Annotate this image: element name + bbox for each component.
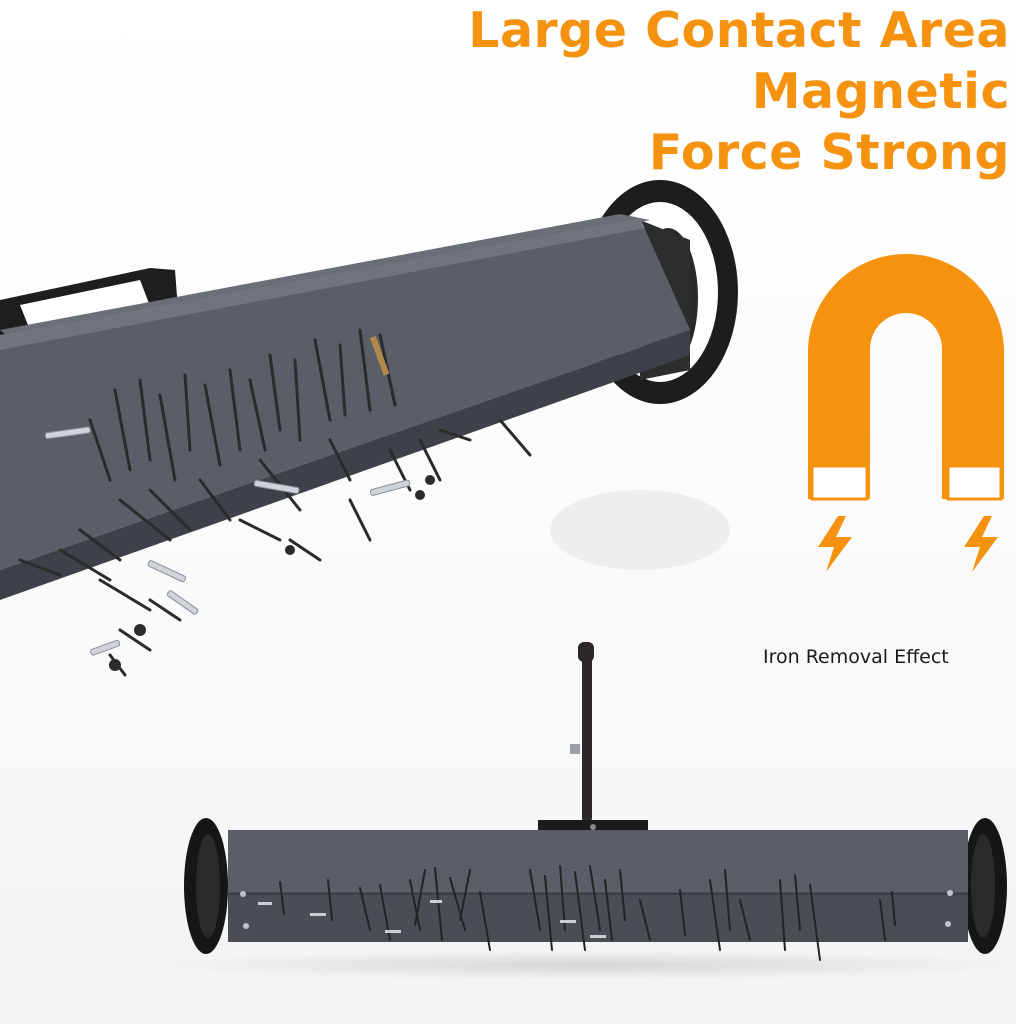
magnetic-sweeper-closeup-image <box>0 180 738 677</box>
headline: Large Contact Area Magnetic Force Strong <box>468 0 1010 183</box>
magnetic-sweeper-front-view-image <box>184 642 1007 961</box>
headline-line-2: Magnetic <box>751 63 1010 120</box>
headline-line-3: Force Strong <box>648 124 1010 181</box>
lightning-bolt-icon <box>818 516 852 572</box>
floor-shadow <box>150 950 1016 980</box>
headline-line-1: Large Contact Area <box>468 2 1010 59</box>
horseshoe-magnet-icon <box>808 254 1004 572</box>
iron-removal-caption: Iron Removal Effect <box>763 646 949 668</box>
lightning-bolt-icon <box>964 516 998 572</box>
